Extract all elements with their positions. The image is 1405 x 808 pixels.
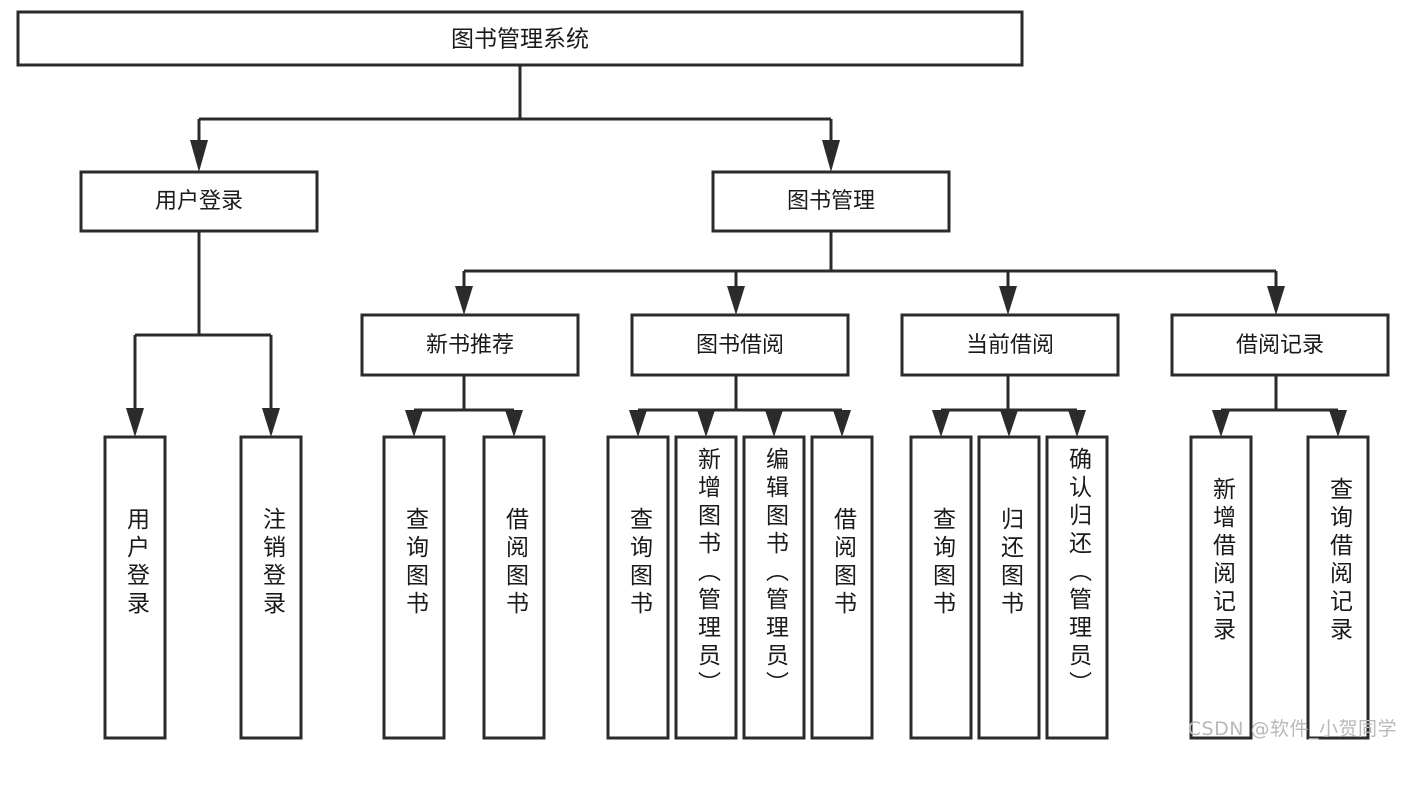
arrowhead-leaf-add-borrow-record: [1212, 410, 1230, 437]
node-current-borrow[interactable]: 当前借阅: [900, 313, 1120, 377]
node-leaf-query-book-1-box[interactable]: [382, 435, 446, 740]
arrowhead-current-borrow: [999, 286, 1017, 315]
node-leaf-add-borrow-record-box[interactable]: [1189, 435, 1253, 740]
node-book-management[interactable]: 图书管理: [711, 170, 951, 233]
node-book-management-box[interactable]: [711, 170, 951, 233]
node-borrow-record[interactable]: 借阅记录: [1170, 313, 1390, 377]
arrowhead-borrow-record: [1267, 286, 1285, 315]
node-user-login-label: 用户登录: [155, 189, 243, 214]
node-new-book-recommend-box[interactable]: [360, 313, 580, 377]
node-book-borrow[interactable]: 图书借阅: [630, 313, 850, 377]
node-leaf-user-login-box[interactable]: [103, 435, 167, 740]
arrowhead-leaf-edit-book-admin: [765, 410, 783, 437]
arrowhead-book-management: [822, 140, 840, 172]
node-book-borrow-label: 图书借阅: [696, 333, 784, 358]
node-leaf-borrow-book-2-box[interactable]: [810, 435, 874, 740]
arrowhead-user-login: [190, 140, 208, 172]
node-current-borrow-box[interactable]: [900, 313, 1120, 377]
arrowhead-leaf-logout-login: [262, 408, 280, 437]
arrowhead-leaf-query-book-3: [932, 410, 950, 437]
node-borrow-record-box[interactable]: [1170, 313, 1390, 377]
arrowhead-leaf-user-login: [126, 408, 144, 437]
arrowhead-leaf-return-book: [1000, 410, 1018, 437]
flowchart-svg: 图书管理系统 用户登录 图书管理 新书推荐 图书借阅 当前: [16, 10, 1390, 740]
node-leaf-add-book-admin-box[interactable]: [674, 435, 738, 740]
arrowhead-leaf-borrow-book-2: [833, 410, 851, 437]
node-layer: 图书管理系统 用户登录 图书管理 新书推荐 图书借阅 当前: [16, 10, 1390, 740]
node-new-book-recommend-label: 新书推荐: [426, 333, 514, 358]
node-leaf-query-borrow-record-box[interactable]: [1306, 435, 1370, 740]
arrowhead-book-borrow: [727, 286, 745, 315]
connector-layer: [126, 65, 1347, 437]
node-new-book-recommend[interactable]: 新书推荐: [360, 313, 580, 377]
node-leaf-edit-book-admin-box[interactable]: [742, 435, 806, 740]
arrowhead-leaf-borrow-book-1: [505, 410, 523, 437]
node-root[interactable]: 图书管理系统: [16, 10, 1024, 67]
arrowhead-leaf-query-book-1: [405, 410, 423, 437]
arrowhead-leaf-query-borrow-record: [1329, 410, 1347, 437]
node-current-borrow-label: 当前借阅: [966, 333, 1054, 358]
node-leaf-logout-login-box[interactable]: [239, 435, 303, 740]
node-leaf-query-book-3-box[interactable]: [909, 435, 973, 740]
node-root-label: 图书管理系统: [451, 27, 589, 53]
node-root-box[interactable]: [16, 10, 1024, 67]
node-book-management-label: 图书管理: [787, 189, 875, 214]
flowchart-canvas: 图书管理系统 用户登录 图书管理 新书推荐 图书借阅 当前: [16, 10, 1397, 740]
arrowhead-leaf-query-book-2: [629, 410, 647, 437]
node-user-login-box[interactable]: [79, 170, 319, 233]
node-leaf-query-book-2-box[interactable]: [606, 435, 670, 740]
node-leaf-confirm-return-admin-box[interactable]: [1045, 435, 1109, 740]
node-user-login[interactable]: 用户登录: [79, 170, 319, 233]
arrowhead-leaf-confirm-return-admin: [1068, 410, 1086, 437]
node-borrow-record-label: 借阅记录: [1236, 333, 1324, 358]
node-leaf-borrow-book-1-box[interactable]: [482, 435, 546, 740]
node-book-borrow-box[interactable]: [630, 313, 850, 377]
arrowhead-leaf-add-book-admin: [697, 410, 715, 437]
arrowhead-new-book-recommend: [455, 286, 473, 315]
watermark: CSDN @软件_小贺同学: [1187, 718, 1397, 740]
node-leaf-return-book-box[interactable]: [977, 435, 1041, 740]
